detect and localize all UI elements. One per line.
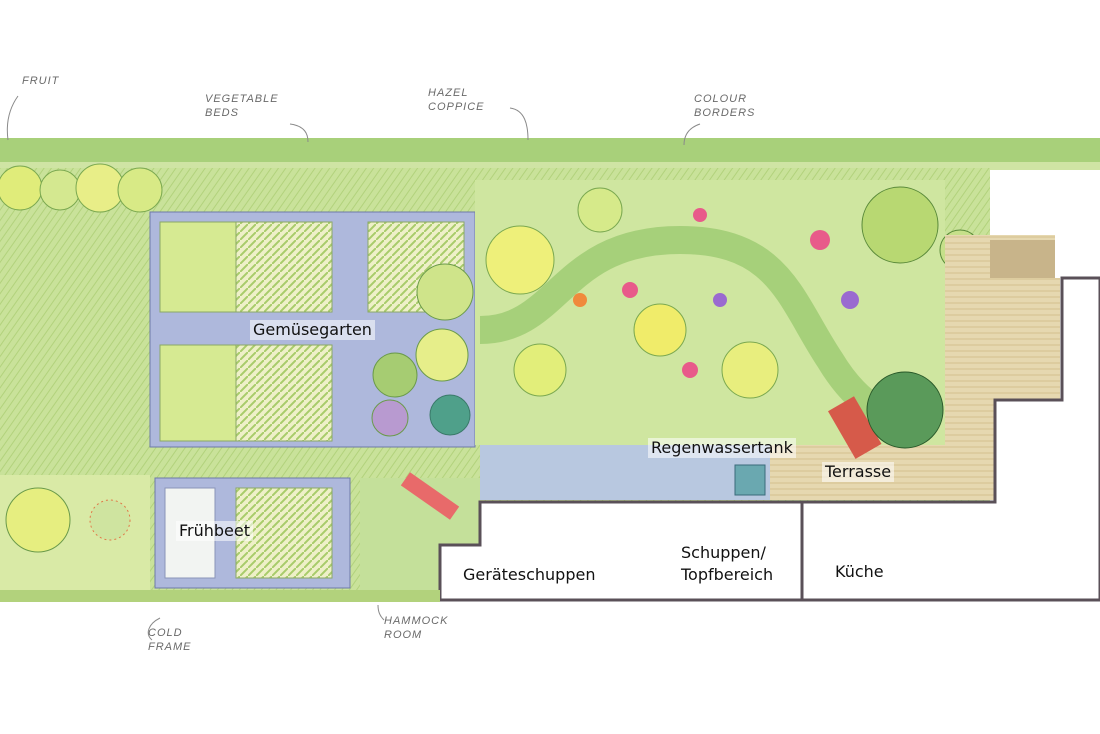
terrace [770, 235, 1060, 500]
label-geraeteschuppen: Geräteschuppen [463, 565, 596, 584]
annotation-cold-frame: COLD FRAME [148, 627, 192, 653]
label-kueche: Küche [835, 562, 884, 581]
annotation-colour-borders: COLOUR BORDERS [694, 93, 756, 119]
label-terrasse: Terrasse [822, 462, 895, 482]
fruit-trees [0, 163, 163, 213]
annotation-hazel-coppice: HAZEL COPPICE [428, 87, 485, 113]
label-schuppen-line2: Topfbereich [681, 565, 774, 584]
label-gemuesegarten: Gemüsegarten [250, 320, 375, 340]
annotation-leaders [6, 95, 701, 641]
label-regenwassertank: Regenwassertank [648, 438, 796, 458]
annotation-fruit: FRUIT [22, 75, 60, 87]
hedge-top [0, 138, 1100, 170]
house-outline [438, 276, 1100, 602]
label-fruehbeet: Frühbeet [176, 521, 254, 541]
rainwater-tank [734, 464, 766, 496]
annotation-hammock-room: HAMMOCK ROOM [384, 615, 449, 641]
vegetable-garden [149, 211, 476, 448]
hedge-bottom [0, 590, 440, 602]
label-schuppen-line1: Schuppen/ [681, 543, 766, 562]
lower-left-planting [0, 475, 150, 590]
annotation-vegetable-beds: VEGETABLE BEDS [205, 93, 279, 119]
colour-borders [475, 180, 981, 445]
